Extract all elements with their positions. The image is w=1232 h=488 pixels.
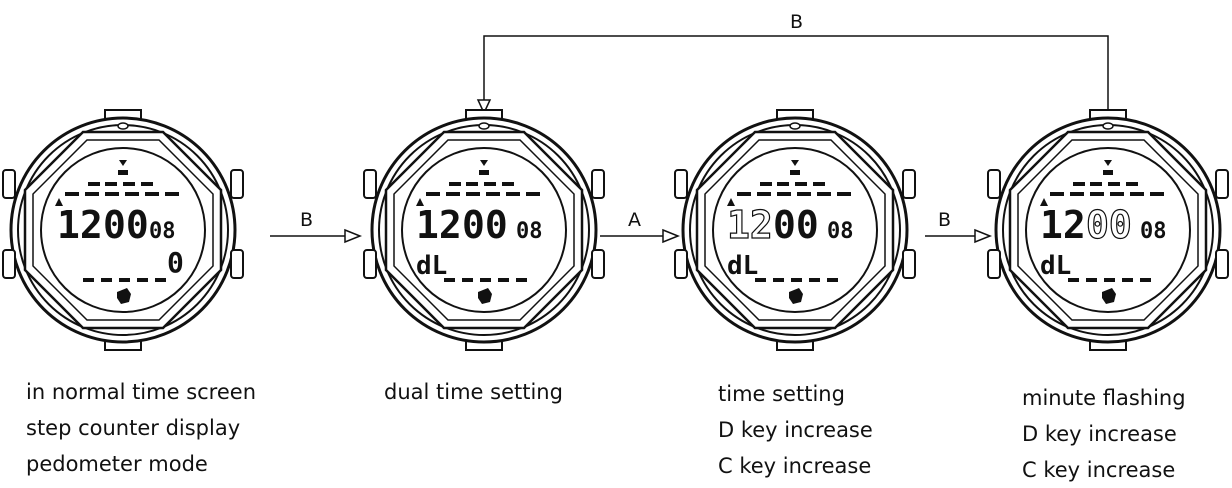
caption-normal-time: in normal time screen step counter displ… <box>26 374 256 482</box>
caption-line: minute flashing <box>1022 386 1186 410</box>
arrow-label-b1: B <box>300 209 313 231</box>
mode-indicator: dL <box>727 251 758 281</box>
caption-line: D key increase <box>718 418 873 442</box>
arrow-label-b2: B <box>938 209 951 231</box>
caption-line: in normal time screen <box>26 380 257 404</box>
caption-line: C key increase <box>1022 458 1176 482</box>
caption-time-setting: time setting D key increase C key increa… <box>718 376 873 484</box>
watch-minute-flashing: 12 00 08 dL <box>986 108 1230 352</box>
minute-digits: 00 <box>103 203 149 247</box>
caption-minute-flashing: minute flashing D key increase C key inc… <box>1022 380 1186 488</box>
hour-digits: 12 <box>57 203 103 247</box>
minute-digits: 00 <box>462 203 508 247</box>
second-digits: 08 <box>827 219 854 244</box>
second-digits: 08 <box>516 219 543 244</box>
second-digits: 08 <box>149 219 176 244</box>
hour-digits-flashing: 12 <box>727 203 773 247</box>
caption-line: C key increase <box>718 454 872 478</box>
connector-arrows <box>270 35 1109 244</box>
minute-digits-flashing: 00 <box>1086 203 1132 247</box>
mode-indicator: dL <box>416 251 447 281</box>
hour-digits: 12 <box>416 203 462 247</box>
arrow-label-top: B <box>790 11 803 33</box>
caption-line: dual time setting <box>384 380 563 404</box>
second-digits: 08 <box>1140 219 1167 244</box>
hour-digits: 12 <box>1040 203 1086 247</box>
watch-dual-time: 12 00 08 dL <box>362 108 606 352</box>
caption-line: pedometer mode <box>26 452 208 476</box>
watch-time-setting: 12 00 08 dL <box>673 108 917 352</box>
step-count-digit: 0 <box>167 246 184 279</box>
caption-line: D key increase <box>1022 422 1177 446</box>
watch-normal-time: 12 00 08 0 <box>1 108 245 352</box>
caption-line: time setting <box>718 382 845 406</box>
mode-indicator: dL <box>1040 251 1071 281</box>
caption-line: step counter display <box>26 416 241 440</box>
arrow-label-a1: A <box>628 209 641 231</box>
caption-dual-time: dual time setting <box>384 374 563 410</box>
minute-digits: 00 <box>773 203 819 247</box>
